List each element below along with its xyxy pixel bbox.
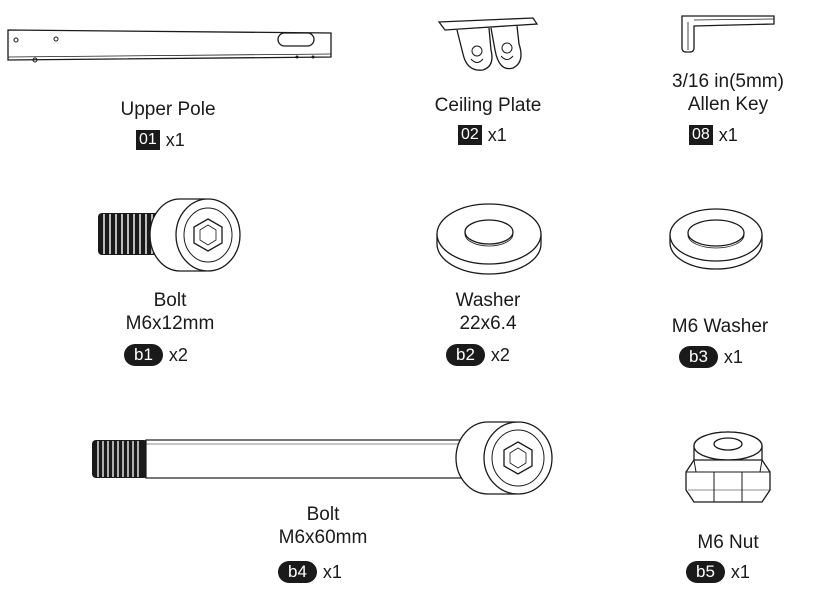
nut-m6-code: b5 [686, 561, 725, 583]
bolt-long-illustration [92, 421, 553, 495]
ceiling-plate-illustration [437, 17, 539, 71]
ceiling-plate-code: 02 [458, 125, 482, 145]
upper-pole-qty: x1 [165, 129, 185, 150]
washer-large-qty: x2 [490, 344, 510, 365]
washer-large-code: b2 [446, 344, 485, 366]
upper-pole-illustration [7, 29, 332, 63]
allen-key-size: 3/16 in(5mm) [672, 71, 784, 92]
bolt-short-code: b1 [124, 344, 163, 366]
upper-pole-name: Upper Pole [120, 99, 216, 120]
washer-large-illustration [436, 203, 542, 275]
washer-large-name: Washer [455, 290, 521, 311]
allen-key-illustration [681, 15, 775, 53]
bolt-long-qty: x1 [322, 561, 342, 582]
allen-key-code: 08 [689, 125, 713, 145]
bolt-short-size: M6x12mm [125, 313, 215, 334]
washer-m6-illustration [669, 208, 763, 270]
nut-m6-illustration [685, 431, 771, 503]
bolt-short-illustration [98, 198, 241, 272]
nut-m6-qty: x1 [730, 561, 750, 582]
bolt-short-name: Bolt [153, 290, 187, 311]
upper-pole-code: 01 [136, 130, 160, 150]
bolt-short-qty: x2 [168, 344, 188, 365]
bolt-long-name: Bolt [306, 504, 340, 525]
washer-m6-code: b3 [679, 346, 718, 368]
allen-key-qty: x1 [718, 124, 738, 145]
ceiling-plate-qty: x1 [487, 124, 507, 145]
washer-m6-qty: x1 [723, 346, 743, 367]
bolt-long-size: M6x60mm [278, 527, 368, 548]
ceiling-plate-name: Ceiling Plate [434, 95, 542, 116]
allen-key-name: Allen Key [687, 94, 769, 115]
bolt-long-code: b4 [278, 561, 317, 583]
washer-m6-name: M6 Washer [671, 316, 769, 337]
nut-m6-name: M6 Nut [697, 532, 759, 553]
washer-large-size: 22x6.4 [459, 313, 517, 334]
